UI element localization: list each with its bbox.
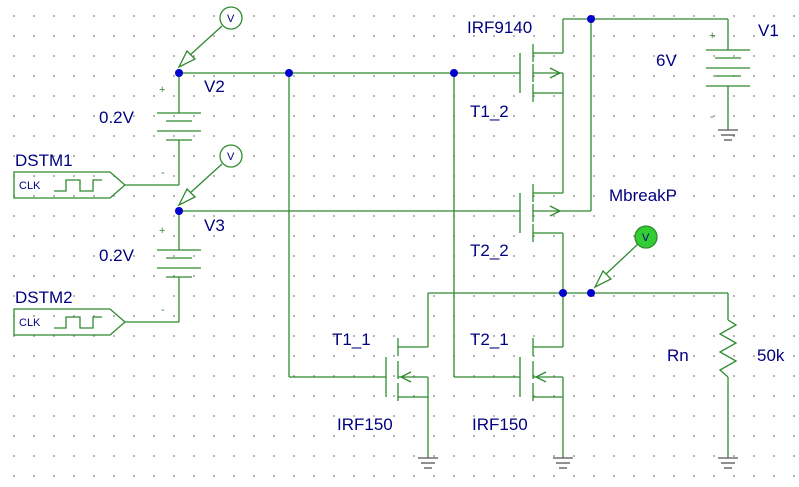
- voltage-probe-icon: V: [227, 13, 235, 25]
- t2-1-label: T2_1: [470, 330, 509, 349]
- nmos-t1-1[interactable]: [385, 338, 428, 401]
- irf9140-label: IRF9140: [467, 18, 532, 37]
- clock-waveform-icon: [54, 179, 102, 192]
- wires: [125, 18, 729, 458]
- v3-minus-sign: -: [161, 304, 165, 316]
- rn-label: Rn: [667, 346, 689, 365]
- pmos-t2-2[interactable]: [519, 184, 562, 242]
- voltage-probe-icon: V: [227, 151, 235, 163]
- ground-icon: [718, 457, 738, 469]
- voltage-probe-v2[interactable]: V: [177, 6, 243, 69]
- v2-minus-sign: -: [161, 167, 165, 179]
- resistor-rn[interactable]: [718, 319, 738, 378]
- v1-value-label: 6V: [656, 51, 677, 70]
- v2-value-label: 0.2V: [99, 108, 135, 127]
- dstm2-name-label: DSTM2: [15, 288, 73, 307]
- v1-plus-sign: +: [709, 30, 715, 42]
- ground-icon: [718, 129, 738, 141]
- dstm2-clk-label: CLK: [19, 317, 41, 329]
- dc-source-v2[interactable]: + -: [157, 84, 201, 179]
- v3-name-label: V3: [204, 216, 225, 235]
- dc-source-v3[interactable]: + -: [157, 225, 201, 316]
- v3-plus-sign: +: [159, 225, 165, 237]
- v2-name-label: V2: [204, 77, 225, 96]
- dstm1-clk-label: CLK: [19, 180, 41, 192]
- nmos-t2-1[interactable]: [519, 338, 563, 401]
- mbreakp-label: MbreakP: [609, 186, 677, 205]
- v1-name-label: V1: [758, 21, 779, 40]
- voltage-probe-v3[interactable]: V: [177, 144, 243, 207]
- voltage-probe-icon: V: [642, 232, 650, 244]
- irf150-a-label: IRF150: [337, 415, 393, 434]
- t2-2-label: T2_2: [470, 241, 509, 260]
- v2-plus-sign: +: [159, 84, 165, 96]
- clock-source-dstm2[interactable]: CLK: [13, 308, 126, 336]
- ground-icon: [553, 457, 573, 469]
- v3-value-label: 0.2V: [99, 246, 135, 265]
- junctions: [175, 15, 595, 297]
- ground-icon: [418, 457, 438, 469]
- rn-value-label: 50k: [757, 346, 785, 365]
- t1-1-label: T1_1: [332, 330, 371, 349]
- dstm1-name-label: DSTM1: [15, 151, 73, 170]
- dc-source-v1[interactable]: + -: [706, 30, 750, 123]
- voltage-probe-output[interactable]: V: [593, 225, 658, 289]
- irf150-b-label: IRF150: [472, 415, 528, 434]
- clock-waveform-icon: [54, 316, 102, 329]
- clock-source-dstm1[interactable]: CLK: [13, 171, 126, 199]
- v1-minus-sign: -: [710, 111, 714, 123]
- pmos-t1-2[interactable]: [519, 44, 563, 102]
- t1-2-label: T1_2: [470, 102, 509, 121]
